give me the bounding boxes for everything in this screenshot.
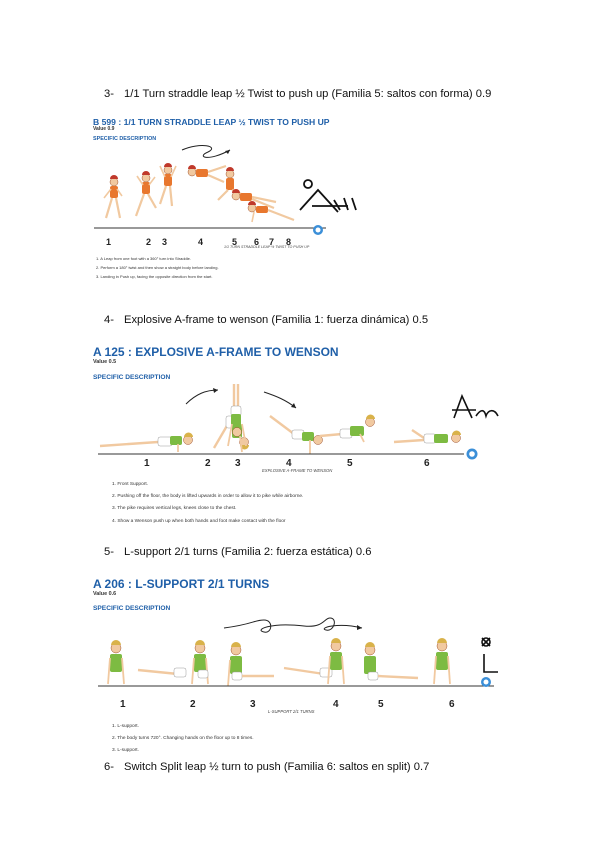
section-heading-text: Switch Split leap ½ turn to push (Famili… (124, 761, 430, 773)
section-heading-text: 1/1 Turn straddle leap ½ Twist to push u… (124, 88, 492, 100)
illustration-straddle-leap (94, 145, 357, 235)
section-heading-3: 3- 1/1 Turn straddle leap ½ Twist to push… (104, 88, 491, 100)
step-label: 6 (254, 237, 260, 247)
description-line: 2. Pushing off the floor, the body is li… (112, 494, 304, 499)
notation-symbol (481, 637, 498, 673)
notation-symbol (299, 179, 357, 213)
description-line: 3. Landing in Push up, facing the opposi… (96, 274, 213, 279)
section-heading-text: Explosive A-frame to wenson (Familia 1: … (124, 314, 429, 326)
description-line: 1. A Leap from one foot with a 360° turn… (96, 256, 191, 261)
step-label: 2 (146, 237, 152, 247)
description-line: 1. L-support. (112, 724, 139, 729)
gymnast-figure (393, 429, 461, 444)
figure-title: A 206 : L-SUPPORT 2/1 TURNS (93, 577, 270, 591)
section-number: 3- (104, 88, 114, 100)
figure-caption: 1/1 TURN STRADDLE LEAP ½ TWIST TO PUSH U… (224, 245, 310, 249)
step-label: 2 (205, 458, 211, 469)
gymnast-figure (134, 171, 157, 217)
step-label: 4 (198, 237, 204, 247)
step-label: 7 (269, 237, 275, 247)
step-label: 5 (378, 699, 384, 710)
figure-spec-heading: SPECIFIC DESCRIPTION (93, 136, 157, 142)
step-label: 4 (286, 458, 292, 469)
section-heading-6: 6- Switch Split leap ½ turn to push (Fami… (104, 761, 429, 773)
gymnast-figure (231, 189, 277, 210)
figure-value: Value 0.6 (93, 591, 117, 597)
gymnast-figure (247, 201, 295, 223)
figure-caption: L-SUPPORT 2/1 TURNS (268, 709, 315, 714)
description-line: 2. Perform a 180° twist and then show a … (96, 265, 219, 270)
step-label: 1 (120, 699, 126, 710)
section-number: 4- (104, 314, 114, 326)
gymnast-figure (319, 414, 375, 443)
step-label: 4 (333, 699, 339, 710)
description-line: 3. L-support. (112, 748, 139, 753)
gymnast-figure (364, 642, 419, 681)
description-line: 3. The pike requires vertical legs, knee… (112, 506, 237, 511)
section-number: 6- (104, 761, 114, 773)
step-label: 6 (424, 458, 430, 469)
gymnast-figure (103, 175, 123, 219)
step-label: 1 (144, 458, 150, 469)
figure-spec-heading: SPECIFIC DESCRIPTION (93, 605, 171, 612)
section-heading-4: 4- Explosive A-frame to wenson (Familia 1… (104, 314, 428, 326)
step-label: 8 (286, 237, 292, 247)
figure-title: A 125 : EXPLOSIVE A-FRAME TO WENSON (93, 345, 339, 359)
description-line: 1. Front Support. (112, 482, 148, 487)
step-label: 5 (232, 237, 238, 247)
gymnast-figure (107, 640, 125, 685)
gymnast-figure (227, 642, 274, 687)
gymnast-figure (187, 164, 227, 184)
gymnast-figure (227, 384, 247, 447)
step-label: 5 (347, 458, 353, 469)
section-heading-5: 5- L-support 2/1 turns (Familia 2: fuerza… (104, 546, 371, 558)
step-label: 2 (190, 699, 196, 710)
illustration-l-support-turns (98, 617, 498, 687)
gymnast-figure (283, 666, 333, 678)
gymnast-figure (158, 163, 177, 207)
step-label: 3 (162, 237, 168, 247)
figure-value: Value 0.5 (93, 359, 117, 365)
gymnast-figure (137, 667, 187, 678)
figure-spec-heading: SPECIFIC DESCRIPTION (93, 374, 171, 381)
section-number: 5- (104, 546, 114, 558)
gymnast-figure (433, 638, 451, 685)
step-label: 1 (106, 237, 112, 247)
figure-caption: EXPLOSIVE A-FRAME TO WENSON (262, 468, 333, 473)
figure-title: B 599 : 1/1 TURN STRADDLE LEAP ½ TWIST T… (93, 117, 330, 127)
step-label: 6 (449, 699, 455, 710)
figure-value: Value 0.9 (93, 126, 115, 132)
illustration-a-frame-wenson (98, 384, 499, 460)
gymnast-figure (99, 432, 193, 452)
notation-symbol (452, 393, 499, 419)
gymnast-figure (191, 640, 209, 685)
gymnast-figure (269, 415, 323, 454)
step-label: 3 (250, 699, 256, 710)
step-label: 3 (235, 458, 241, 469)
description-line: 4. Show a Wenson push up when both hands… (112, 519, 286, 524)
description-line: 2. The body turns 720°. Changing hands o… (112, 736, 254, 741)
gymnast-figure (327, 638, 345, 685)
section-heading-text: L-support 2/1 turns (Familia 2: fuerza e… (124, 546, 372, 558)
